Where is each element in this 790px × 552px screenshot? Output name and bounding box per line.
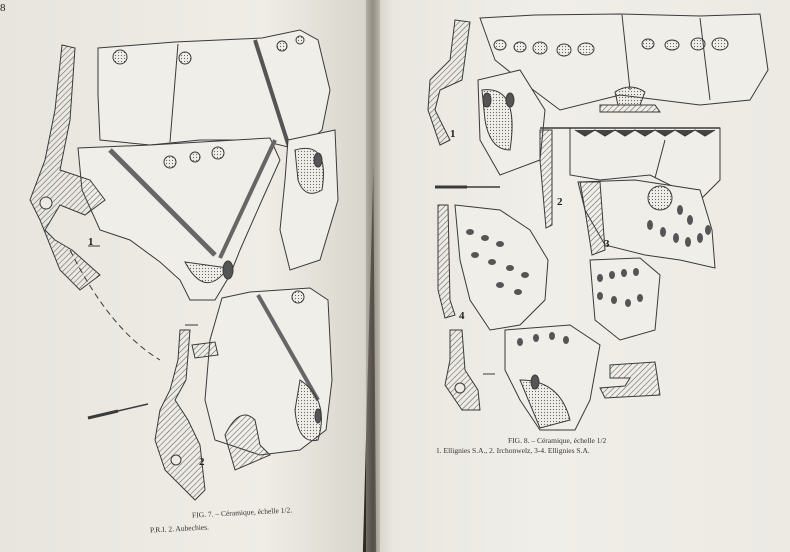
profile-1: [29, 44, 161, 361]
sherd-2: [539, 127, 721, 229]
sherd-top: [97, 29, 331, 151]
book-gutter: [366, 0, 380, 552]
fig8-label-3: 3: [604, 238, 610, 250]
figure-8-drawings: [427, 13, 769, 431]
sherd-4: [437, 204, 549, 331]
fig8-label-1: 1: [450, 128, 456, 140]
fig8-caption-legend: 1. Ellignies S.A., 2. Irchonwelz, 3-4. E…: [436, 446, 590, 455]
sherd-right-lug: [279, 129, 339, 271]
handle-profile: [599, 361, 661, 399]
sherd-bottom: [444, 324, 601, 431]
sherd-1: [427, 19, 546, 176]
fig8-caption-title: FIG. 8. – Céramique, échelle 1/2: [508, 436, 607, 445]
scale-bar-7: [87, 403, 149, 420]
sherd-3: [577, 179, 716, 269]
fig7-label-1: 1: [88, 236, 94, 248]
figure-7-drawings: [29, 29, 339, 501]
fig7-label-2: 2: [199, 456, 205, 468]
profile-2: [154, 324, 271, 501]
sherd-impressions-right: [589, 257, 661, 341]
fig8-label-4: 4: [459, 310, 465, 322]
sherd-middle: [77, 137, 281, 301]
page-number: 8: [0, 2, 6, 14]
fig8-label-2: 2: [557, 196, 563, 208]
knob: [599, 86, 661, 113]
sherd-lower: [204, 287, 333, 456]
